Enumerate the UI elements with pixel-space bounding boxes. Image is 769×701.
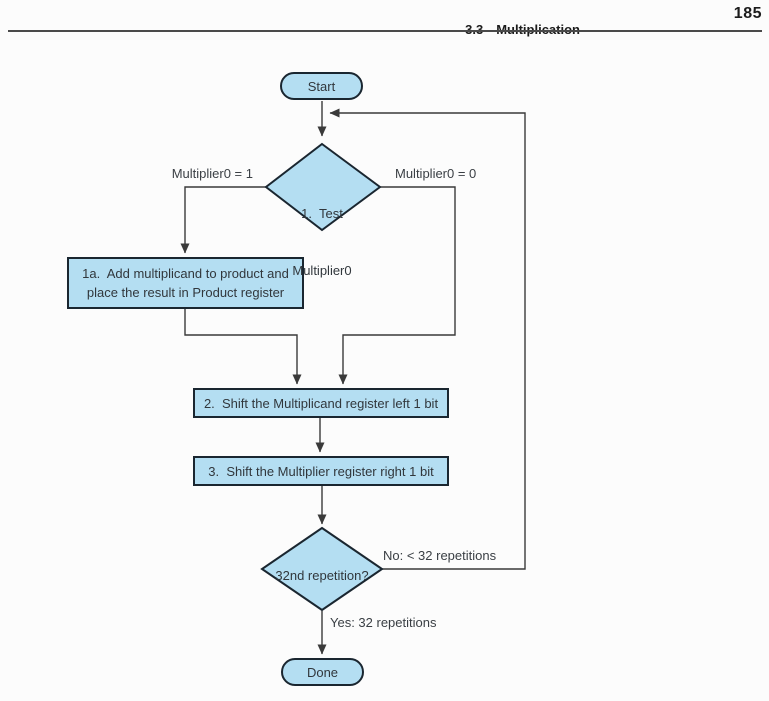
process-shift-right-label: 3. Shift the Multiplier register right 1… bbox=[208, 463, 434, 479]
section-title: Multiplication bbox=[496, 22, 580, 37]
section-number: 3.3 bbox=[465, 22, 483, 37]
test-decision-line2: Multiplier0 bbox=[292, 263, 352, 278]
process-add-multiplicand: 1a. Add multiplicand to product and plac… bbox=[67, 257, 304, 309]
test-decision-label: 1. Test Multiplier0 bbox=[262, 166, 382, 318]
done-node: Done bbox=[281, 658, 364, 686]
page-number: 185 bbox=[733, 5, 762, 22]
start-node: Start bbox=[280, 72, 363, 100]
branch-left-label: Multiplier0 = 1 bbox=[171, 166, 253, 181]
branch-right-label: Multiplier0 = 0 bbox=[395, 166, 477, 181]
connector-add-to-shift bbox=[184, 309, 302, 385]
process-add-line1: 1a. Add multiplicand to product and bbox=[82, 266, 289, 281]
yes-branch-label: Yes: 32 repetitions bbox=[330, 615, 437, 630]
done-node-label: Done bbox=[306, 664, 339, 680]
start-node-label: Start bbox=[307, 78, 336, 94]
decision-diamond-32nd-repetition bbox=[260, 526, 384, 612]
process-shift-left-label: 2. Shift the Multiplicand register left … bbox=[203, 395, 439, 411]
header-rule bbox=[8, 30, 762, 32]
repetition-decision-label: 32nd repetition? bbox=[275, 568, 369, 583]
test-decision-line1: 1. Test bbox=[301, 206, 343, 221]
process-shift-multiplier-right: 3. Shift the Multiplier register right 1… bbox=[193, 456, 449, 486]
no-branch-label: No: < 32 repetitions bbox=[383, 548, 497, 563]
connector-loop-back bbox=[329, 108, 526, 570]
connector-branch-right bbox=[338, 186, 456, 385]
section-heading: 3.3 Multiplication bbox=[451, 7, 580, 52]
process-add-line2: place the result in Product register bbox=[86, 285, 285, 300]
process-shift-multiplicand-left: 2. Shift the Multiplicand register left … bbox=[193, 388, 449, 418]
connector-branch-left bbox=[180, 186, 267, 254]
decision-diamond-test-multiplier0 bbox=[264, 142, 382, 232]
